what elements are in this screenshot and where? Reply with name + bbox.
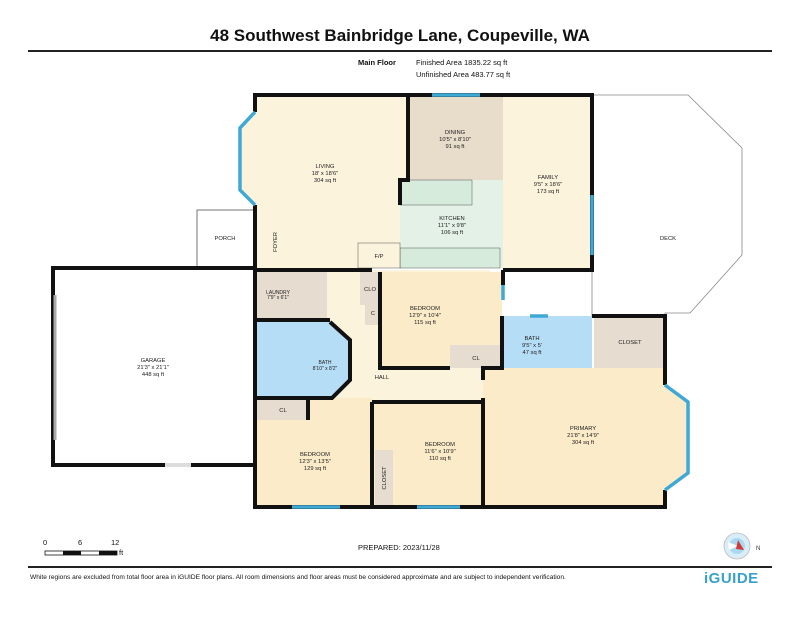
- bedroom3-area-text: 110 sq ft: [429, 456, 451, 462]
- clo-area: [360, 272, 380, 305]
- kitchen-area-text: 106 sq ft: [441, 230, 464, 236]
- closet-primary-area: [594, 316, 665, 368]
- dining-dims: 10'5" x 8'10": [439, 137, 471, 143]
- primary-dims: 21'8" x 14'9": [567, 433, 599, 439]
- living-area: [240, 95, 408, 270]
- cl2-name: CL: [279, 408, 287, 414]
- scale-label-6: 6: [78, 538, 83, 547]
- kitchen-counter-bottom: [399, 247, 501, 269]
- bath2-area: [502, 316, 592, 368]
- primary-area-text: 304 sq ft: [572, 440, 595, 446]
- porch-area: [196, 209, 256, 269]
- laundry-area: [257, 270, 327, 318]
- family-area-text: 173 sq ft: [537, 189, 560, 195]
- windows: [238, 93, 690, 509]
- laundry-name: LAUNDRY: [266, 290, 290, 296]
- living-dims: 18' x 18'6": [312, 171, 339, 177]
- kitchen-dims: 11'1" x 9'8": [438, 223, 466, 229]
- c-name: C: [371, 311, 375, 317]
- garage-area: [51, 266, 258, 467]
- disclaimer: White regions are excluded from total fl…: [30, 574, 566, 581]
- compass-icon: N: [723, 532, 760, 560]
- floor-info: Main Floor Finished Area 1835.22 sq ft Un…: [358, 57, 510, 81]
- living-area-text: 304 sq ft: [314, 178, 337, 184]
- closet-primary-name: CLOSET: [618, 340, 642, 346]
- dining-name: DINING: [445, 130, 466, 136]
- garage-entry-door: [165, 463, 191, 467]
- cl1-area: [450, 345, 500, 368]
- garage-name: GARAGE: [141, 358, 166, 364]
- clo-name: CLO: [364, 287, 376, 293]
- garage-area-text: 448 sq ft: [142, 372, 165, 378]
- c-area: [365, 305, 380, 325]
- porch-name: PORCH: [215, 236, 236, 242]
- header-divider: [28, 50, 772, 52]
- bedroom2-name: BEDROOM: [300, 452, 330, 458]
- hall-name: HALL: [375, 375, 390, 381]
- scale-unit: ft: [119, 548, 124, 557]
- bedroom1-dims: 12'9" x 10'4": [409, 313, 441, 319]
- scale-bar: [44, 550, 118, 556]
- kitchen-name: KITCHEN: [439, 216, 464, 222]
- bedroom1-area-text: 115 sq ft: [414, 320, 436, 326]
- bedroom2-area-text: 129 sq ft: [304, 466, 327, 472]
- primary-name: PRIMARY: [570, 426, 596, 432]
- garage-dims: 21'3" x 21'1": [137, 365, 169, 371]
- finished-area: Finished Area 1835.22 sq ft: [416, 58, 508, 67]
- primary-area: [483, 368, 688, 505]
- bedroom3-name: BEDROOM: [425, 442, 455, 448]
- cl2-area: [257, 398, 308, 420]
- svg-text:N: N: [756, 546, 760, 552]
- bath2-area-text: 47 sq ft: [522, 350, 541, 356]
- unfinished-area: Unfinished Area 483.77 sq ft: [416, 70, 511, 79]
- fp-area: [357, 242, 401, 269]
- fp-name: F/P: [374, 254, 383, 260]
- closet3-name: CLOSET: [382, 466, 388, 490]
- bath1-name: BATH: [319, 360, 332, 366]
- bath1-area: [257, 322, 350, 398]
- room-labels: LIVING 18' x 18'6" 304 sq ft DINING 10'5…: [137, 130, 676, 490]
- closet3-area: [375, 450, 393, 505]
- dining-area: [408, 95, 503, 180]
- footer-divider: [28, 566, 772, 568]
- prepared-date: PREPARED: 2023/11/28: [358, 543, 440, 552]
- scale-label-0: 0: [43, 538, 48, 547]
- laundry-dims: 7'9" x 6'1": [267, 295, 289, 301]
- cl1-name: CL: [472, 356, 480, 362]
- living-name: LIVING: [315, 164, 334, 170]
- bath2-dims: 9'5" x 5': [522, 343, 542, 349]
- bath2-name: BATH: [524, 336, 539, 342]
- page-title: 48 Southwest Bainbridge Lane, Coupeville…: [210, 26, 590, 45]
- family-name: FAMILY: [538, 175, 558, 181]
- foyer-name: FOYER: [273, 232, 279, 252]
- floor-name: Main Floor: [358, 58, 396, 67]
- deck-area: [591, 94, 743, 317]
- bedroom3-dims: 11'6" x 10'9": [424, 449, 455, 455]
- deck-name: DECK: [660, 236, 676, 242]
- dining-area-text: 91 sq ft: [445, 144, 464, 150]
- scale-label-12: 12: [111, 538, 120, 547]
- bedroom2-dims: 12'3" x 13'5": [299, 459, 331, 465]
- family-area: [503, 95, 592, 270]
- iguide-logo: iGUIDE: [704, 570, 759, 587]
- kitchen-counter-top: [399, 179, 473, 206]
- bath1-dims: 8'10" x 8'2": [313, 366, 338, 372]
- family-dims: 9'5" x 18'6": [534, 182, 563, 188]
- bedroom1-name: BEDROOM: [410, 306, 440, 312]
